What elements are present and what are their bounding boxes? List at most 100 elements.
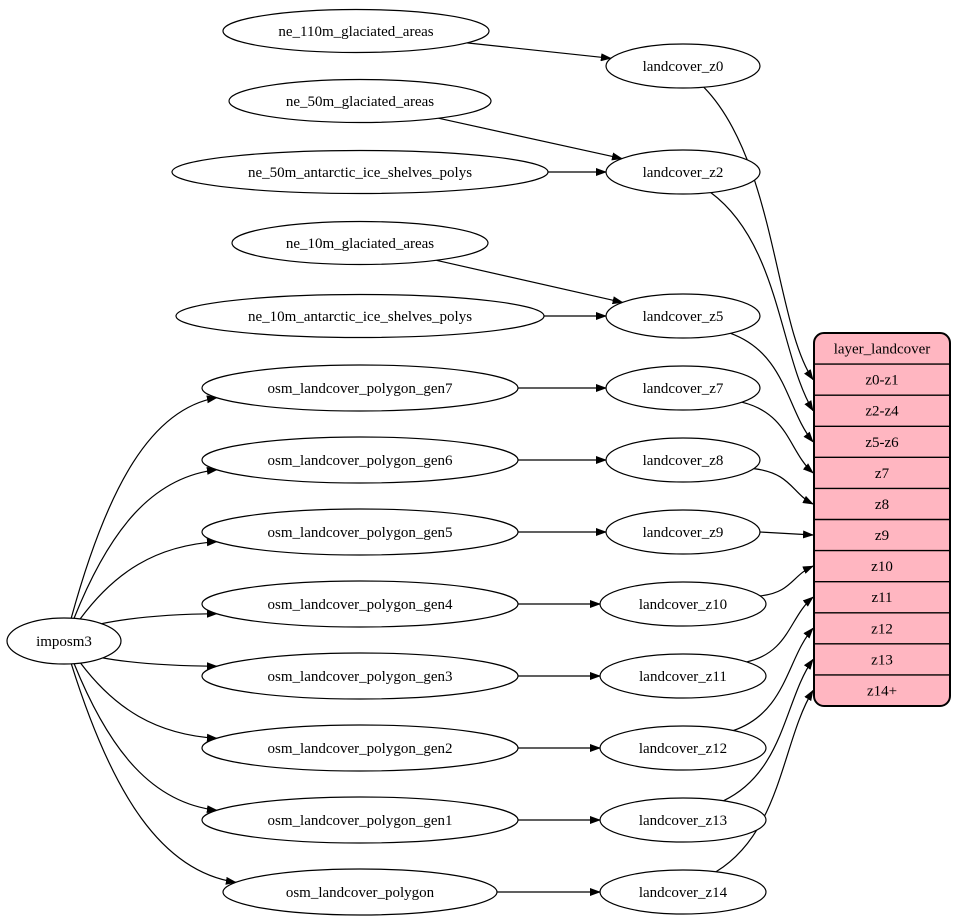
edge-landcover_z7-to-row-z7 [741, 401, 814, 474]
node-label-osm_landcover_polygon_gen2: osm_landcover_polygon_gen2 [268, 741, 453, 757]
node-label-landcover_z9: landcover_z9 [643, 525, 724, 541]
node-shape-osm_landcover_polygon [222, 868, 498, 916]
node-shape-landcover_z14 [599, 869, 767, 915]
node-label-osm_landcover_polygon_gen5: osm_landcover_polygon_gen5 [268, 525, 453, 541]
edge-imposm3-to-osm_landcover_polygon_gen6 [73, 466, 218, 619]
node-osm_landcover_polygon_gen6: osm_landcover_polygon_gen6 [201, 436, 519, 484]
table-row-z7: z7 [875, 466, 890, 482]
node-shape-landcover_z0 [605, 43, 761, 89]
node-shape-landcover_z12 [599, 725, 767, 771]
node-label-osm_landcover_polygon_gen4: osm_landcover_polygon_gen4 [268, 597, 453, 613]
table-row-z5-z6: z5-z6 [865, 435, 899, 451]
node-shape-landcover_z7 [605, 365, 761, 411]
node-osm_landcover_polygon_gen1: osm_landcover_polygon_gen1 [201, 796, 519, 844]
node-shape-osm_landcover_polygon_gen3 [201, 652, 519, 700]
table-row-z13: z13 [871, 652, 893, 668]
edge-imposm3-to-osm_landcover_polygon_gen2 [80, 662, 218, 742]
node-label-ne_50m_glaciated_areas: ne_50m_glaciated_areas [286, 94, 434, 110]
table-row-z11: z11 [871, 590, 892, 606]
node-landcover_z5: landcover_z5 [605, 293, 761, 339]
node-label-osm_landcover_polygon_gen1: osm_landcover_polygon_gen1 [268, 813, 453, 829]
node-shape-imposm3 [6, 617, 122, 665]
table-row-z8: z8 [875, 497, 889, 513]
edge-landcover_z10-to-row-z10 [760, 565, 814, 597]
node-shape-osm_landcover_polygon_gen2 [201, 724, 519, 772]
node-imposm3: imposm3 [6, 617, 122, 665]
node-label-osm_landcover_polygon_gen6: osm_landcover_polygon_gen6 [268, 453, 453, 469]
node-label-landcover_z14: landcover_z14 [639, 885, 728, 901]
node-shape-ne_10m_glaciated_areas [231, 220, 489, 266]
table-row-z12: z12 [871, 621, 893, 637]
node-label-landcover_z12: landcover_z12 [639, 741, 727, 757]
node-label-landcover_z10: landcover_z10 [639, 597, 727, 613]
node-osm_landcover_polygon_gen2: osm_landcover_polygon_gen2 [201, 724, 519, 772]
node-osm_landcover_polygon_gen4: osm_landcover_polygon_gen4 [201, 580, 519, 628]
node-osm_landcover_polygon_gen7: osm_landcover_polygon_gen7 [201, 364, 519, 412]
edge-imposm3-to-osm_landcover_polygon_gen7 [70, 395, 218, 619]
table-row-z0-z1: z0-z1 [865, 373, 898, 389]
table-header: layer_landcover [834, 342, 931, 358]
edge-landcover_z0-to-row-z0-z1 [703, 86, 814, 381]
edge-landcover_z2-to-row-z2-z4 [710, 192, 814, 412]
node-label-ne_50m_antarctic_ice_shelves_polys: ne_50m_antarctic_ice_shelves_polys [248, 165, 472, 181]
edge-imposm3-to-osm_landcover_polygon_gen5 [79, 538, 218, 620]
node-label-landcover_z7: landcover_z7 [643, 381, 724, 397]
table-row-z9: z9 [875, 528, 889, 544]
node-label-imposm3: imposm3 [36, 634, 92, 650]
table-layer_landcover: layer_landcover z0-z1 z2-z4 z5-z6 z7 z8 z9 z10 z… [813, 332, 951, 707]
node-label-ne_10m_antarctic_ice_shelves_polys: ne_10m_antarctic_ice_shelves_polys [248, 309, 472, 325]
edge-landcover_z11-to-row-z11 [746, 596, 814, 663]
node-shape-osm_landcover_polygon_gen6 [201, 436, 519, 484]
node-landcover_z11: landcover_z11 [599, 653, 767, 699]
edge-imposm3-to-osm_landcover_polygon [70, 663, 237, 885]
edge-imposm3-to-osm_landcover_polygon_gen3 [102, 657, 218, 671]
table-row-z10: z10 [871, 559, 893, 575]
node-landcover_z12: landcover_z12 [599, 725, 767, 771]
edge-landcover_z14-to-row-z14+ [715, 689, 814, 873]
edge-landcover_z12-to-row-z12 [733, 627, 814, 732]
node-shape-osm_landcover_polygon_gen4 [201, 580, 519, 628]
node-shape-osm_landcover_polygon_gen1 [201, 796, 519, 844]
node-label-landcover_z5: landcover_z5 [643, 309, 724, 325]
node-osm_landcover_polygon: osm_landcover_polygon [222, 868, 498, 916]
node-landcover_z2: landcover_z2 [605, 149, 761, 195]
node-shape-landcover_z10 [599, 581, 767, 627]
node-ne_110m_glaciated_areas: ne_110m_glaciated_areas [222, 8, 490, 54]
node-ne_10m_glaciated_areas: ne_10m_glaciated_areas [231, 220, 489, 266]
node-label-landcover_z11: landcover_z11 [639, 669, 727, 685]
node-label-ne_10m_glaciated_areas: ne_10m_glaciated_areas [286, 236, 434, 252]
edge-landcover_z8-to-row-z8 [753, 468, 814, 505]
table-row-z14+: z14+ [867, 684, 897, 700]
edge-imposm3-to-osm_landcover_polygon_gen4 [101, 609, 218, 625]
edge-ne_110m_glaciated_areas-to-landcover_z0 [466, 42, 612, 62]
node-shape-ne_10m_antarctic_ice_shelves_polys [175, 293, 545, 339]
node-shape-landcover_z2 [605, 149, 761, 195]
node-label-landcover_z13: landcover_z13 [639, 813, 727, 829]
table-row-z2-z4: z2-z4 [865, 404, 899, 420]
node-osm_landcover_polygon_gen3: osm_landcover_polygon_gen3 [201, 652, 519, 700]
nodes-layer: ne_110m_glaciated_areas ne_50m_glaciated_… [6, 8, 767, 916]
table-layer: layer_landcover z0-z1 z2-z4 z5-z6 z7 z8 z9 z10 z… [813, 332, 951, 707]
node-shape-osm_landcover_polygon_gen7 [201, 364, 519, 412]
node-ne_50m_antarctic_ice_shelves_polys: ne_50m_antarctic_ice_shelves_polys [171, 149, 549, 195]
node-landcover_z9: landcover_z9 [605, 509, 761, 555]
node-landcover_z7: landcover_z7 [605, 365, 761, 411]
edge-landcover_z5-to-row-z5-z6 [730, 332, 814, 443]
node-label-osm_landcover_polygon_gen7: osm_landcover_polygon_gen7 [268, 381, 453, 397]
node-label-landcover_z0: landcover_z0 [643, 59, 724, 75]
edge-landcover_z13-to-row-z13 [723, 658, 814, 802]
node-shape-landcover_z11 [599, 653, 767, 699]
node-shape-ne_50m_antarctic_ice_shelves_polys [171, 149, 549, 195]
node-landcover_z8: landcover_z8 [605, 437, 761, 483]
node-shape-landcover_z9 [605, 509, 761, 555]
node-landcover_z0: landcover_z0 [605, 43, 761, 89]
node-ne_50m_glaciated_areas: ne_50m_glaciated_areas [228, 78, 492, 124]
node-landcover_z10: landcover_z10 [599, 581, 767, 627]
node-shape-ne_110m_glaciated_areas [222, 8, 490, 54]
node-shape-landcover_z8 [605, 437, 761, 483]
edge-ne_50m_glaciated_areas-to-landcover_z2 [438, 117, 623, 161]
node-shape-landcover_z13 [599, 797, 767, 843]
node-label-osm_landcover_polygon_gen3: osm_landcover_polygon_gen3 [268, 669, 453, 685]
